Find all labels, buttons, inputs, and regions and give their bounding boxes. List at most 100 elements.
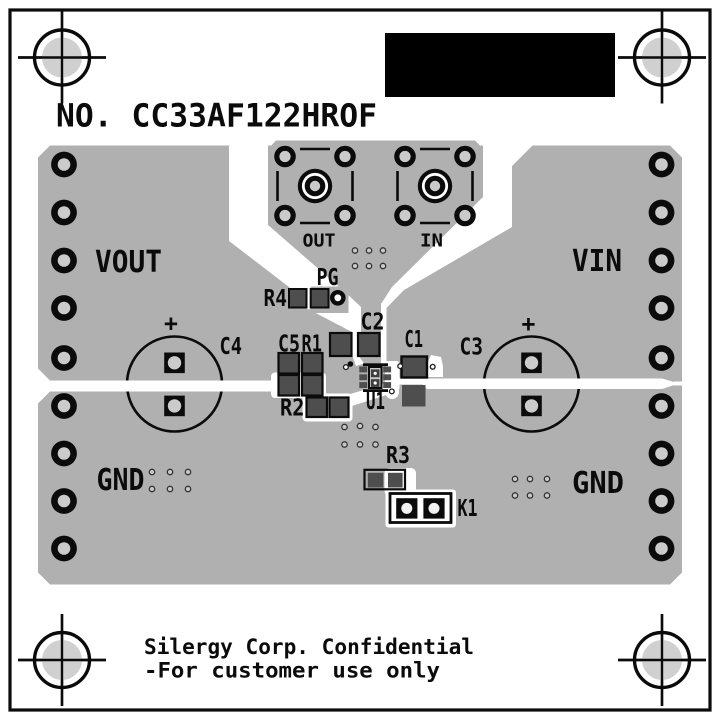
via	[372, 423, 379, 431]
gap-right-neck	[381, 287, 404, 308]
out-jack-outline-ticks	[276, 147, 354, 225]
jack-block-copper	[267, 140, 484, 170]
th-pad	[648, 535, 675, 562]
out-jack-label: OUT	[303, 231, 336, 252]
th-pad	[51, 151, 77, 178]
via	[184, 485, 192, 493]
via	[526, 475, 534, 483]
via	[148, 485, 156, 493]
isolation-gaps	[38, 139, 682, 528]
jack-corner-pad	[334, 204, 356, 227]
gap-band-c1	[396, 378, 427, 385]
r2-resistor	[305, 396, 350, 419]
th-pad	[51, 535, 77, 562]
via	[148, 468, 156, 476]
th-pad	[51, 247, 77, 274]
gap-left-channel	[229, 139, 361, 334]
gnd-left-label: GND	[97, 463, 145, 498]
r3-resistor	[363, 468, 407, 491]
r4-resistor	[288, 288, 330, 309]
via	[356, 422, 364, 430]
via	[365, 262, 373, 270]
th-pad	[648, 151, 675, 178]
gap-band-right-exit	[674, 381, 682, 386]
via-small	[429, 363, 436, 370]
c4-plus-mark: +	[164, 311, 178, 337]
jack-corner-pad	[274, 204, 296, 227]
u1-ic	[347, 361, 392, 392]
jack-corner-pad	[454, 145, 476, 168]
via	[543, 475, 551, 483]
via	[341, 441, 348, 448]
u1-label: U1	[366, 389, 385, 415]
gap-band-right-taper	[662, 378, 679, 389]
th-pad	[648, 440, 675, 467]
pg-label: PG	[317, 265, 339, 291]
gap-right-channel	[392, 139, 512, 290]
th-pad	[51, 488, 77, 514]
redaction-black-rectangle	[385, 33, 615, 97]
th-pad	[51, 295, 77, 321]
via	[365, 247, 373, 254]
c3-label: C3	[460, 335, 484, 361]
r2-label: R2	[280, 396, 305, 422]
k1-pin-pad	[396, 498, 418, 519]
jack-corner-pad	[394, 204, 416, 227]
footer-line1: Silergy Corp. Confidential	[144, 635, 474, 660]
via-small	[388, 388, 395, 395]
via	[372, 441, 379, 448]
footer-line2: -For customer use only	[144, 659, 440, 684]
board-number-title: NO. CC33AF122HROF	[56, 97, 377, 135]
th-pad	[648, 295, 675, 321]
k1-label: K1	[458, 496, 478, 522]
gap-band-right	[422, 378, 662, 389]
jack-corner-pad	[394, 145, 416, 168]
gap-c2-pads	[352, 331, 358, 357]
via-small	[397, 363, 404, 370]
drawing-frame-border	[8, 8, 712, 712]
r1-resistor	[300, 351, 324, 397]
vin-label: VIN	[572, 244, 622, 279]
via	[543, 492, 551, 499]
via	[341, 423, 348, 431]
cap-pad	[521, 352, 542, 374]
c2-label: C2	[361, 310, 385, 336]
via	[166, 468, 174, 476]
th-pad	[648, 345, 675, 371]
u1-pin1-dot	[347, 361, 354, 367]
jack-corner-pad	[454, 204, 476, 227]
gap-band-left	[38, 368, 272, 404]
via-small	[342, 364, 349, 371]
c4-label: C4	[220, 334, 243, 360]
th-pad	[51, 345, 77, 371]
gap-right-stem	[381, 303, 387, 365]
th-pad	[51, 199, 77, 226]
c3-plus-mark: +	[522, 312, 536, 338]
out-jack-center-pad	[297, 168, 333, 204]
board-copper	[38, 145, 682, 585]
c1-label: C1	[405, 327, 424, 353]
in-jack-outline-ticks	[396, 147, 474, 225]
th-pad	[648, 393, 675, 419]
r3-label: R3	[386, 443, 410, 469]
via	[379, 247, 387, 254]
gnd-right-label: GND	[572, 466, 624, 501]
via	[351, 247, 359, 254]
in-jack-label: IN	[420, 231, 443, 252]
c1-capacitor	[400, 355, 429, 407]
smd-components	[277, 288, 453, 524]
gap-r4-pads	[306, 285, 311, 309]
footer-note: Silergy Corp. Confidential -For customer…	[144, 635, 474, 684]
in-jack	[394, 145, 476, 227]
in-jack-center-pad	[417, 168, 453, 204]
vout-label: VOUT	[95, 245, 162, 280]
via	[511, 475, 519, 483]
via	[511, 492, 519, 499]
cap-pad	[521, 395, 542, 417]
cap-pad	[164, 352, 185, 374]
via	[166, 485, 174, 493]
jack-corner-pad	[274, 145, 296, 168]
silkscreen-labels: VOUT VIN GND GND OUT IN PG R4 C2 C5 R1 C…	[95, 231, 624, 523]
r1-label: R1	[302, 332, 323, 358]
